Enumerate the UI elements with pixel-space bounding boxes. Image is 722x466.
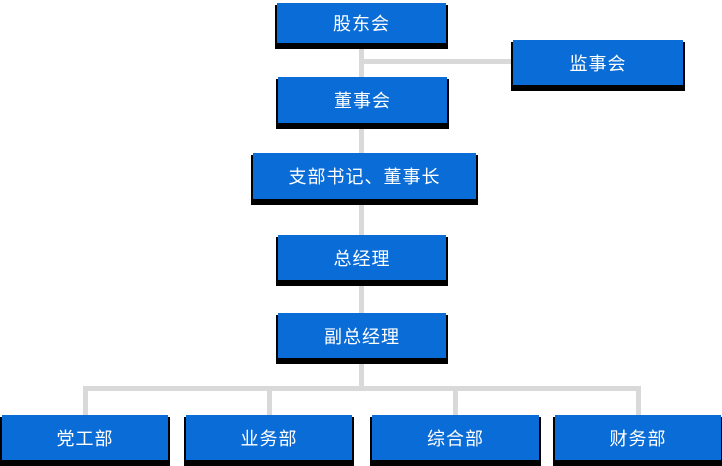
org-node-secretary-chairman[interactable]: 支部书记、董事长 xyxy=(253,153,476,199)
org-node-business-dept[interactable]: 业务部 xyxy=(186,415,352,460)
org-node-deputy-general-manager[interactable]: 副总经理 xyxy=(278,313,446,358)
connector-departments-bus xyxy=(83,386,641,391)
connector-gm-dgm xyxy=(359,280,364,315)
org-node-supervisory-board[interactable]: 监事会 xyxy=(513,40,683,85)
org-node-business-label: 业务部 xyxy=(240,428,298,449)
connector-drop-party-work-dept xyxy=(83,389,88,416)
org-node-party-work-dept[interactable]: 党工部 xyxy=(2,415,168,460)
connector-dgm-bus xyxy=(359,358,364,388)
org-node-party-label: 党工部 xyxy=(56,428,114,449)
org-node-finance-label: 财务部 xyxy=(609,428,667,449)
org-node-supervisory-label: 监事会 xyxy=(569,53,627,74)
connector-board-secretary xyxy=(359,123,364,155)
org-node-general-affairs-dept[interactable]: 综合部 xyxy=(372,415,539,460)
org-node-shareholders-label: 股东会 xyxy=(333,14,390,34)
org-node-dgm-label: 副总经理 xyxy=(324,326,400,347)
connector-to-supervisory xyxy=(361,59,513,64)
org-node-gm-label: 总经理 xyxy=(333,248,391,269)
org-node-general-label: 综合部 xyxy=(427,428,484,449)
org-node-board-of-directors[interactable]: 董事会 xyxy=(278,77,447,123)
connector-drop-finance-dept xyxy=(636,389,641,416)
org-node-shareholders[interactable]: 股东会 xyxy=(277,3,446,43)
org-node-finance-dept[interactable]: 财务部 xyxy=(555,415,721,460)
org-node-general-manager[interactable]: 总经理 xyxy=(278,235,446,280)
connector-drop-business-dept xyxy=(267,389,272,416)
org-node-board-label: 董事会 xyxy=(334,91,391,111)
org-node-secretary-label: 支部书记、董事长 xyxy=(288,167,441,187)
connector-drop-general-affairs xyxy=(453,389,458,416)
connector-secretary-gm xyxy=(359,199,364,237)
